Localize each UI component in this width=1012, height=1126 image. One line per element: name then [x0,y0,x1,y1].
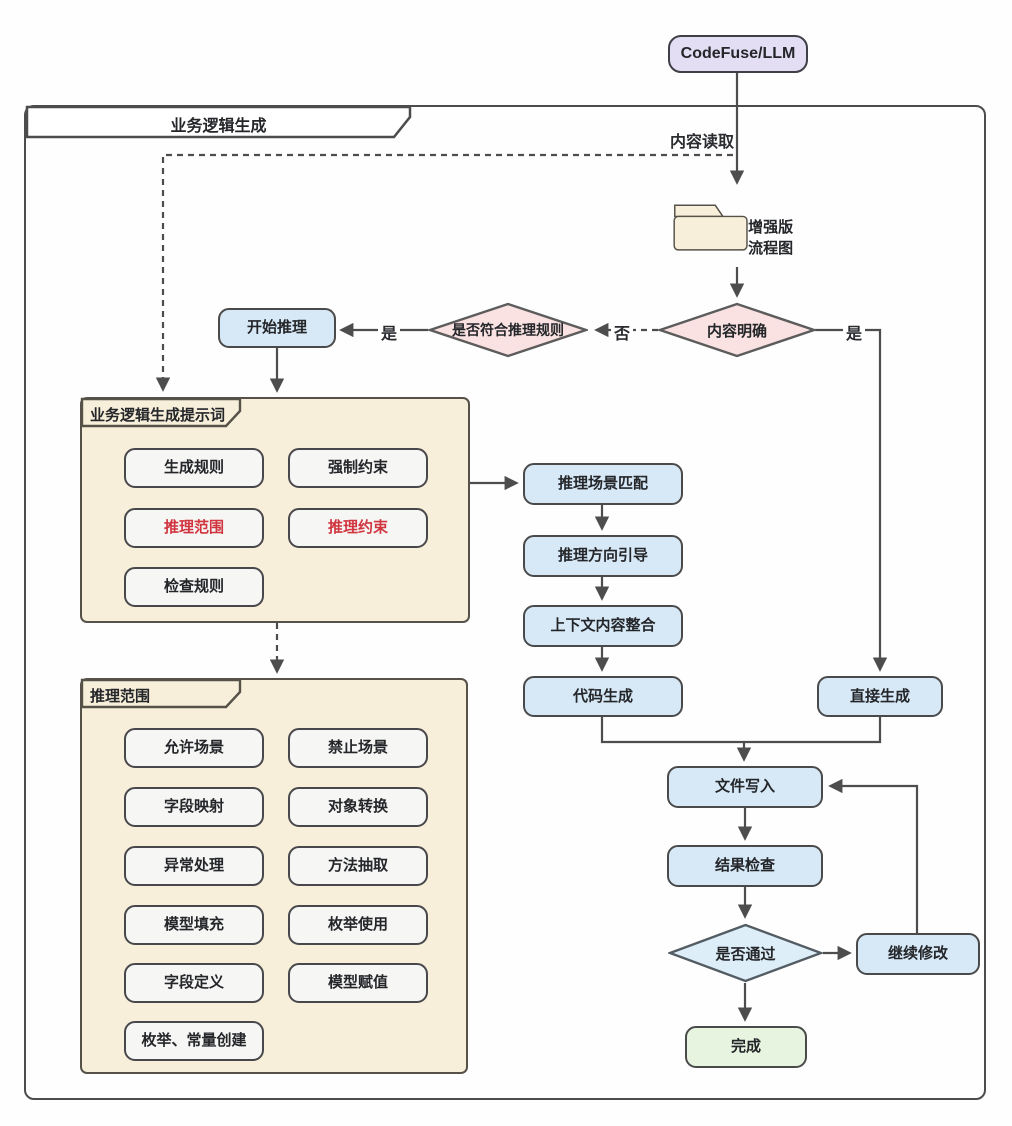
node-done: 完成 [685,1026,807,1068]
decision-rule-match: 是否符合推理规则 [428,302,588,358]
node-context-merge-label: 上下文内容整合 [550,617,656,635]
scope-item-label: 模型填充 [163,916,224,934]
prompt-item-label: 推理约束 [327,519,388,537]
node-direction-guide: 推理方向引导 [523,535,683,577]
edge-label-content-read: 内容读取 [669,134,734,151]
decision-content-clear: 内容明确 [658,302,816,358]
node-scene-match: 推理场景匹配 [523,463,683,505]
prompt-item-label: 检查规则 [163,578,224,596]
scope-item-model-assignment: 模型赋值 [288,963,428,1003]
scope-item-field-mapping: 字段映射 [124,787,264,827]
prompt-item-label: 生成规则 [163,459,224,477]
scope-item-object-conversion: 对象转换 [288,787,428,827]
node-context-merge: 上下文内容整合 [523,605,683,647]
node-code-generate-label: 代码生成 [572,687,633,705]
folder-icon [673,204,748,251]
diamond-shape [658,302,816,358]
prompt-item-label: 推理范围 [163,519,224,537]
prompt-item-generation-rules: 生成规则 [124,448,264,488]
edge-label-yes-left: 是 [378,320,401,344]
scope-item-label: 对象转换 [327,798,388,816]
scope-item-label: 禁止场景 [327,739,388,757]
scope-item-label: 枚举、常量创建 [141,1032,247,1050]
scope-item-model-filling: 模型填充 [124,905,264,945]
node-file-write: 文件写入 [667,766,823,808]
node-start-inference: 开始推理 [218,308,336,348]
scope-item-forbidden-scenarios: 禁止场景 [288,728,428,768]
edge-label-yes-right: 是 [843,320,866,344]
edge-label-no: 否 [611,320,634,344]
node-result-check-label: 结果检查 [714,857,775,875]
node-continue-modify-label: 继续修改 [887,945,948,963]
node-enhanced-flowchart-label: 增强版流程图 [748,219,794,257]
decision-rule-match-label: 是否符合推理规则 [452,322,564,338]
node-start-inference-label: 开始推理 [246,319,307,337]
prompt-item-mandatory-constraints: 强制约束 [288,448,428,488]
scope-item-method-extraction: 方法抽取 [288,846,428,886]
scope-item-label: 字段映射 [163,798,224,816]
node-enhanced-flowchart: 增强版流程图 [673,186,801,268]
node-done-label: 完成 [730,1038,761,1056]
scope-item-label: 异常处理 [163,857,224,875]
node-continue-modify: 继续修改 [856,933,980,975]
frame-title: 业务逻辑生成 [170,118,267,135]
scope-item-enum-constant-creation: 枚举、常量创建 [124,1021,264,1061]
node-codefuse-llm: CodeFuse/LLM [668,35,808,73]
node-codefuse-llm-label: CodeFuse/LLM [680,44,796,62]
diamond-shape [668,923,823,983]
scope-item-label: 枚举使用 [327,916,388,934]
prompt-item-check-rules: 检查规则 [124,567,264,607]
scope-item-label: 方法抽取 [327,857,388,875]
prompt-item-inference-constraints: 推理约束 [288,508,428,548]
scope-item-enum-usage: 枚举使用 [288,905,428,945]
group-inference-scope-title: 推理范围 [90,688,151,705]
scope-item-label: 字段定义 [163,974,224,992]
prompt-item-inference-scope: 推理范围 [124,508,264,548]
group-prompt-words-title: 业务逻辑生成提示词 [90,407,226,424]
prompt-item-label: 强制约束 [327,459,388,477]
node-direction-guide-label: 推理方向引导 [557,547,648,565]
node-result-check: 结果检查 [667,845,823,887]
scope-item-label: 允许场景 [163,739,224,757]
node-direct-generate-label: 直接生成 [849,687,910,705]
decision-pass-check: 是否通过 [668,923,823,983]
scope-item-allowed-scenarios: 允许场景 [124,728,264,768]
scope-item-label: 模型赋值 [327,974,388,992]
diamond-shape [428,302,588,358]
node-code-generate: 代码生成 [523,676,683,717]
scope-item-exception-handling: 异常处理 [124,846,264,886]
business-logic-frame [24,105,986,1100]
scope-item-field-definition: 字段定义 [124,963,264,1003]
decision-pass-check-label: 是否通过 [715,945,776,963]
node-direct-generate: 直接生成 [817,676,943,717]
node-scene-match-label: 推理场景匹配 [557,475,648,493]
node-file-write-label: 文件写入 [714,778,775,796]
decision-content-clear-label: 内容明确 [706,322,767,340]
